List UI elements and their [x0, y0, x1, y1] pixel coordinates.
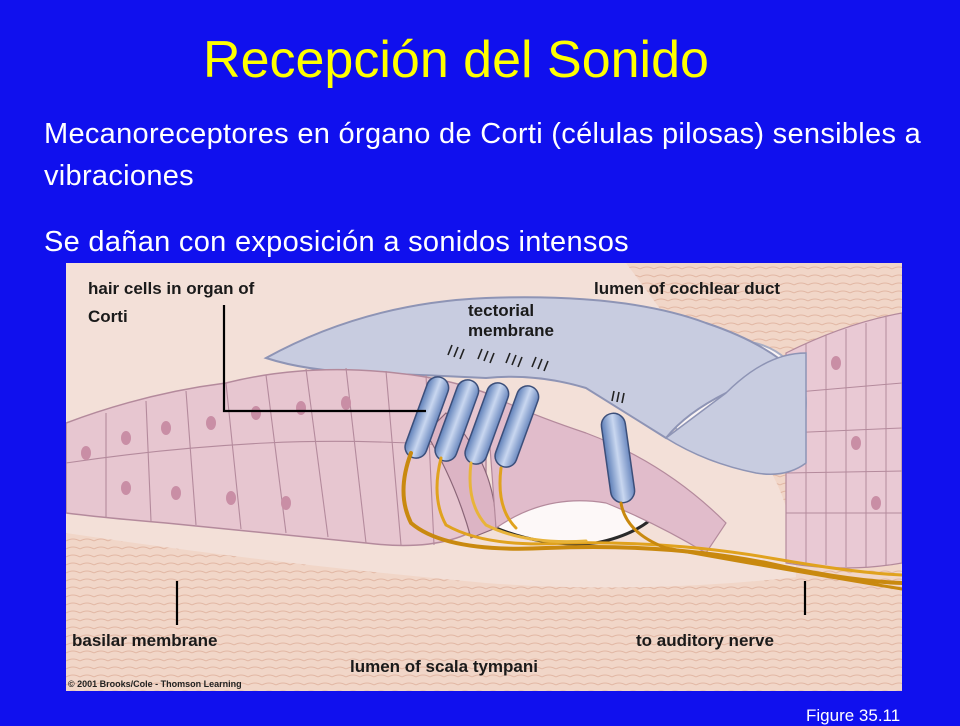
label-basilar-membrane: basilar membrane	[72, 631, 218, 650]
organ-of-corti-figure: hair cells in organ of Corti lumen of co…	[66, 263, 902, 691]
figure-number: Figure 35.11	[806, 706, 901, 725]
slide-title: Recepción del Sonido	[203, 31, 709, 89]
bullet-damage: Se dañan con exposición a sonidos intens…	[44, 226, 629, 258]
label-tectorial-line1: tectorial	[468, 301, 535, 320]
label-auditory-nerve: to auditory nerve	[636, 631, 774, 650]
label-hair-cells-line2: Corti	[88, 307, 128, 326]
bullet-mechanoreceptors: Mecanoreceptores en órgano de Corti (cél…	[44, 118, 922, 192]
organ-of-corti-illustration	[66, 263, 902, 691]
label-hair-cells-line1: hair cells in organ of	[88, 279, 255, 298]
label-scala-tympani: lumen of scala tympani	[350, 657, 538, 676]
label-tectorial-line2: membrane	[468, 321, 554, 340]
label-lumen-cochlear-duct: lumen of cochlear duct	[594, 279, 781, 298]
copyright-notice: © 2001 Brooks/Cole - Thomson Learning	[68, 679, 242, 689]
